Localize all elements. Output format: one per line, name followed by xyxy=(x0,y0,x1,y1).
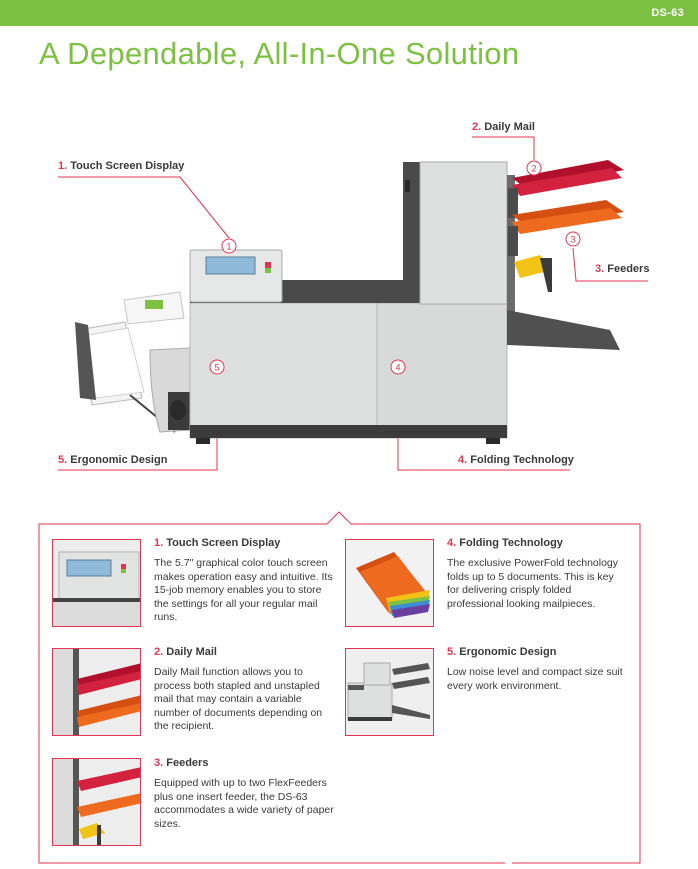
model-tag: DS-63 xyxy=(651,7,684,19)
svg-text:1: 1 xyxy=(226,242,231,252)
page-title: A Dependable, All-In-One Solution xyxy=(39,36,520,71)
feature-4-title: 4. Folding Technology xyxy=(447,537,563,549)
machine-illustration: 1 2 3 4 5 xyxy=(58,136,648,471)
feature-panel: 1. Touch Screen Display The 5.7" graphic… xyxy=(39,510,640,864)
svg-text:3: 3 xyxy=(570,235,575,245)
svg-text:4: 4 xyxy=(395,363,400,373)
feature-5-title: 5. Ergonomic Design xyxy=(447,646,557,658)
compact-machine-image xyxy=(346,649,433,735)
flexfeeder-tray xyxy=(508,200,624,256)
feature-3-body: Equipped with up to two FlexFeeders plus… xyxy=(154,777,334,830)
callout-feeders: 3. Feeders xyxy=(595,263,650,275)
thumb-daily-mail xyxy=(52,648,141,736)
feeders-image xyxy=(53,759,140,845)
feature-1-body: The 5.7" graphical color touch screen ma… xyxy=(154,557,333,624)
marker-3: 3 xyxy=(565,231,581,247)
header-bar: DS-63 xyxy=(0,0,698,26)
marker-1: 1 xyxy=(221,238,237,254)
svg-text:2: 2 xyxy=(531,164,536,174)
feature-5-body: Low noise level and compact size suit ev… xyxy=(447,666,623,692)
thumb-folding xyxy=(345,539,434,627)
leader-line-3 xyxy=(572,247,648,282)
exit-unit xyxy=(149,347,191,433)
folded-papers-image xyxy=(346,540,433,626)
feature-2-body: Daily Mail function allows you to proces… xyxy=(154,666,323,733)
callout-daily-mail: 2. Daily Mail xyxy=(472,121,535,133)
callout-ergonomic-design: 5. Ergonomic Design xyxy=(58,454,168,466)
daily-mail-tray xyxy=(508,160,624,218)
feature-1-title: 1. Touch Screen Display xyxy=(154,537,281,549)
svg-text:5: 5 xyxy=(214,363,219,373)
thumb-ergonomic xyxy=(345,648,434,736)
leader-line-1 xyxy=(58,176,230,239)
thumb-touch-screen xyxy=(52,539,141,627)
daily-mail-image xyxy=(53,649,140,735)
feature-2-title: 2. Daily Mail xyxy=(154,646,217,658)
feature-3-title: 3. Feeders xyxy=(154,757,209,769)
info-panel-frame xyxy=(38,511,641,864)
callout-folding-technology: 4. Folding Technology xyxy=(458,454,574,466)
marker-2: 2 xyxy=(526,160,542,176)
insert-feeder xyxy=(514,255,552,292)
marker-5: 5 xyxy=(209,359,225,375)
output-ramp xyxy=(507,310,620,350)
touch-screen-console xyxy=(189,249,283,303)
leader-line-2 xyxy=(472,136,535,160)
touch-screen-image xyxy=(53,540,140,626)
feature-4-body: The exclusive PowerFold technology folds… xyxy=(447,557,619,610)
callout-touch-screen: 1. Touch Screen Display xyxy=(58,160,185,172)
feeder-tower xyxy=(403,161,515,315)
thumb-feeders xyxy=(52,758,141,846)
marker-4: 4 xyxy=(390,359,406,375)
